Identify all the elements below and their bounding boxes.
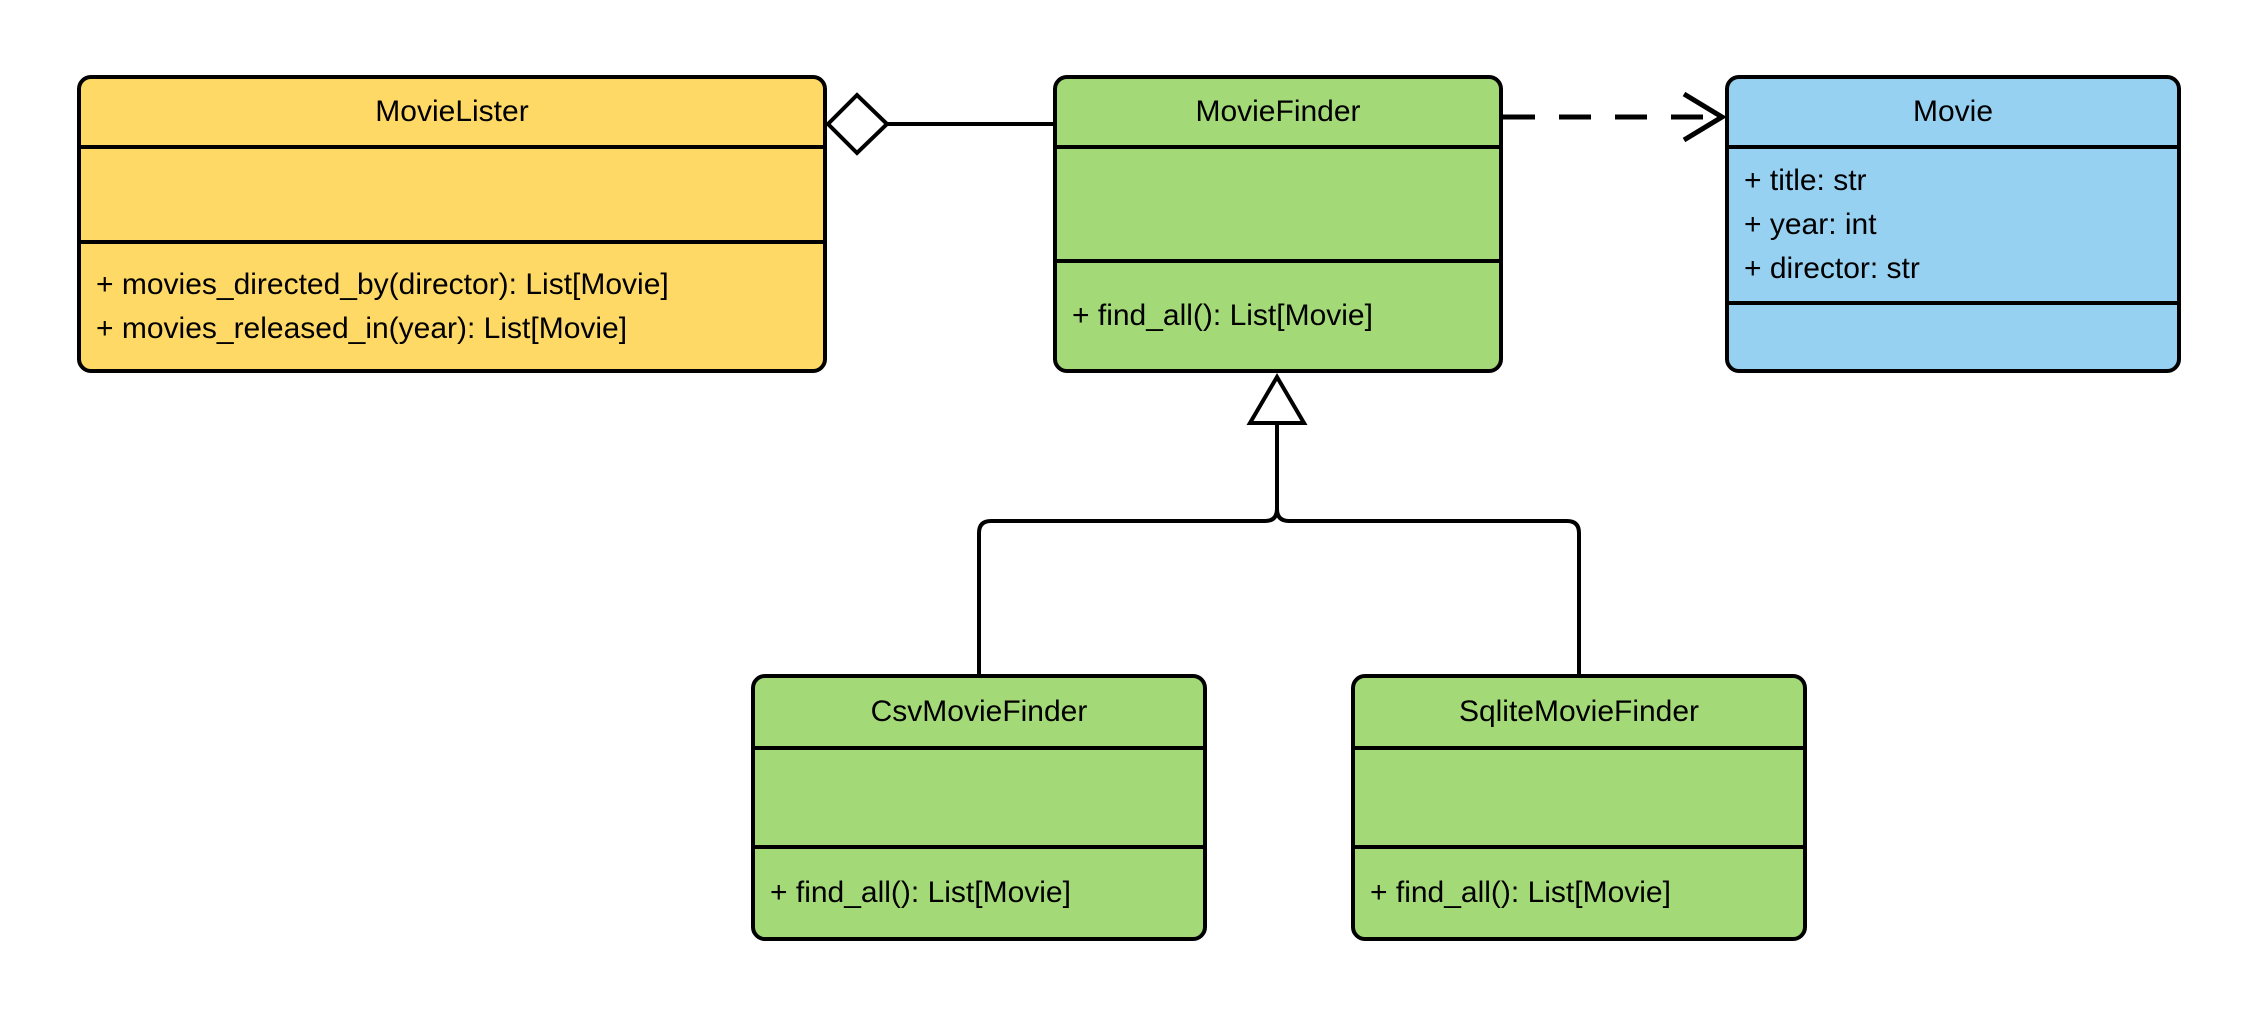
attribute-entry: + director: str [1744, 252, 1920, 285]
method-entry: + movies_released_in(year): List[Movie] [96, 311, 628, 345]
class-name: SqliteMovieFinder [1458, 695, 1700, 728]
class-name: MovieLister [375, 95, 529, 128]
methods-compartment: + find_all(): List[Movie] [1057, 259, 1499, 369]
inheritance-connector [977, 373, 1581, 674]
methods-compartment: + find_all(): List[Movie] [1355, 845, 1803, 937]
inheritance-triangle-icon [1246, 373, 1308, 425]
attributes-compartment [1355, 746, 1803, 845]
methods-compartment: + find_all(): List[Movie] [755, 845, 1203, 937]
class-name: MovieFinder [1195, 95, 1361, 128]
method-entry: + find_all(): List[Movie] [1370, 876, 1671, 909]
class-movielister: MovieLister + movies_directed_by(directo… [77, 75, 827, 373]
class-moviefinder: MovieFinder + find_all(): List[Movie] [1053, 75, 1503, 373]
methods-compartment [1729, 301, 2177, 369]
attributes-compartment [1057, 145, 1499, 259]
class-title-compartment: SqliteMovieFinder [1355, 678, 1803, 746]
class-movie: Movie + title: str + year: int + directo… [1725, 75, 2181, 373]
method-entry: + movies_directed_by(director): List[Mov… [96, 267, 669, 301]
attribute-entry: + year: int [1744, 208, 1877, 241]
dependency-connector [1503, 91, 1727, 143]
class-title-compartment: Movie [1729, 79, 2177, 145]
attribute-entry: + title: str [1744, 164, 1867, 197]
class-name: CsvMovieFinder [870, 695, 1088, 728]
attributes-compartment: + title: str + year: int + director: str [1729, 145, 2177, 301]
aggregation-connector [825, 92, 1053, 156]
attributes-compartment [81, 145, 823, 240]
aggregation-diamond-icon [825, 92, 890, 156]
class-csvmoviefinder: CsvMovieFinder + find_all(): List[Movie] [751, 674, 1207, 941]
class-title-compartment: MovieLister [81, 79, 823, 145]
class-sqlitemoviefinder: SqliteMovieFinder + find_all(): List[Mov… [1351, 674, 1807, 941]
class-title-compartment: CsvMovieFinder [755, 678, 1203, 746]
attributes-compartment [755, 746, 1203, 845]
class-title-compartment: MovieFinder [1057, 79, 1499, 145]
method-entry: + find_all(): List[Movie] [1072, 299, 1373, 332]
inheritance-edge-sqlitemoviefinder [1275, 423, 1581, 674]
class-name: Movie [1912, 95, 1994, 128]
method-entry: + find_all(): List[Movie] [770, 876, 1071, 909]
dependency-arrowhead-icon [1682, 91, 1727, 143]
inheritance-edge-csvmoviefinder [977, 423, 1279, 674]
methods-compartment: + movies_directed_by(director): List[Mov… [81, 240, 823, 369]
